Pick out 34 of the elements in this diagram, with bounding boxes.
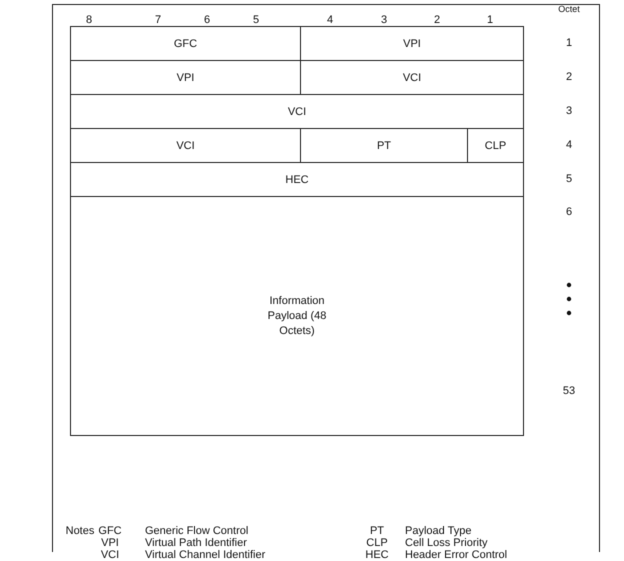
definition: Cell Loss Priority (405, 537, 488, 549)
column-heading: Octet (558, 3, 580, 15)
octet-number: 1 (566, 37, 572, 49)
abbreviation: HEC (365, 549, 389, 561)
header-field: VCI (70, 94, 524, 129)
abbreviation: GFC (98, 525, 122, 537)
bit-number: 7 (154, 14, 162, 26)
bit-number: 1 (486, 14, 494, 26)
definition: Payload Type (405, 525, 472, 537)
abbreviation: PT (370, 525, 384, 537)
abbreviation: VCI (100, 549, 120, 561)
notes-heading: Notes (66, 525, 94, 537)
octet-number: 53 (562, 385, 576, 397)
octet-number: 2 (566, 71, 572, 83)
bit-number: 6 (204, 14, 210, 26)
bit-number: 5 (252, 14, 260, 26)
definition: Header Error Control (405, 549, 508, 561)
header-field: VPI (300, 26, 524, 61)
bit-number: 4 (326, 14, 334, 26)
abbreviation: VPI (101, 537, 119, 549)
definition: Virtual Path Identifier (145, 537, 247, 549)
octet-number: 4 (566, 139, 572, 151)
octet-number: 3 (566, 105, 572, 117)
header-field: GFC (70, 26, 301, 61)
bit-number: 3 (380, 14, 388, 26)
definition: Generic Flow Control (145, 525, 248, 537)
payload-field: Information Payload (48 Octets) (70, 196, 524, 436)
octet-number: 6 (566, 206, 572, 218)
definition: Virtual Channel Identifier (145, 549, 266, 561)
bit-number: 8 (86, 14, 92, 26)
header-field: HEC (70, 162, 524, 197)
bit-number: 2 (434, 14, 440, 26)
abbreviation: CLP (366, 537, 388, 549)
octet-number: 5 (566, 173, 572, 185)
